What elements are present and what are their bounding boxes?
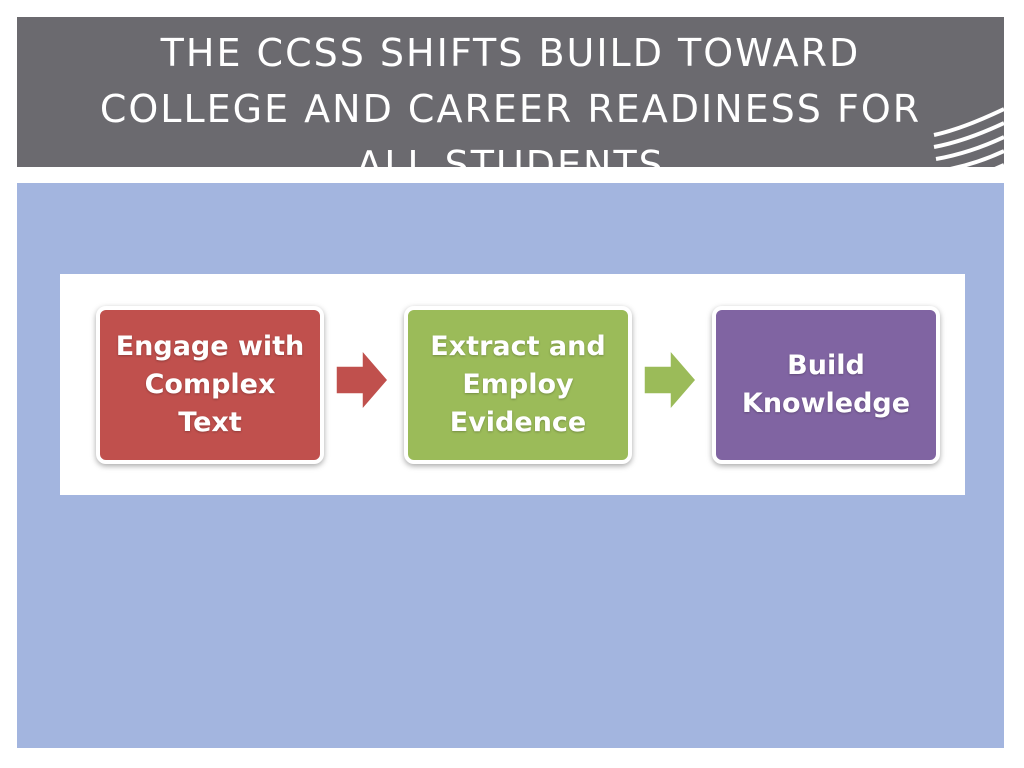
step-build-text: Build Knowledge (726, 347, 926, 423)
step-extract-text: Extract and Employ Evidence (418, 328, 618, 442)
step-extract-box: Extract and Employ Evidence (404, 306, 632, 464)
content-area: Engage with Complex Text Extract and Emp… (17, 183, 1004, 748)
step-engage-line-3: Text (178, 407, 242, 438)
step-extract-line-2: Employ (462, 369, 574, 400)
title-bar: THE CCSS SHIFTS BUILD TOWARD COLLEGE AND… (17, 17, 1004, 167)
title-line-2: COLLEGE AND CAREER READINESS FOR (99, 87, 922, 131)
step-build-box: Build Knowledge (712, 306, 940, 464)
step-build-line-1: Build (787, 350, 865, 381)
right-arrow-icon (336, 348, 389, 412)
step-engage-text: Engage with Complex Text (110, 328, 310, 442)
arrow-2-shape (644, 348, 697, 412)
title-line-1: THE CCSS SHIFTS BUILD TOWARD (160, 31, 861, 75)
step-engage-line-2: Complex (144, 369, 276, 400)
slide-title: THE CCSS SHIFTS BUILD TOWARD COLLEGE AND… (17, 25, 1004, 167)
title-line-3: ALL STUDENTS (356, 143, 665, 167)
step-build-line-2: Knowledge (741, 388, 911, 419)
right-arrow-icon (644, 348, 697, 412)
diagram-panel: Engage with Complex Text Extract and Emp… (60, 274, 965, 495)
step-engage-box: Engage with Complex Text (96, 306, 324, 464)
step-extract-line-1: Extract and (430, 331, 606, 362)
arrow-1-shape (336, 348, 389, 412)
swoosh-decoration-icon (933, 107, 1004, 167)
step-engage-line-1: Engage with (115, 331, 305, 362)
step-extract-line-3: Evidence (449, 407, 587, 438)
